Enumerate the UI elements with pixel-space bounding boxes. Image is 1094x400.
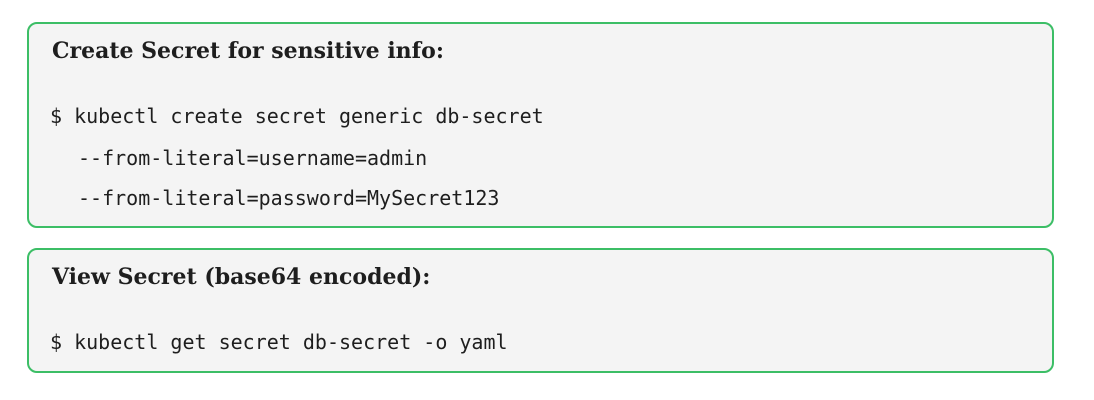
command-line-continuation[interactable]: --from-literal=password=MySecret123 xyxy=(78,186,500,210)
panel-heading: Create Secret for sensitive info: xyxy=(52,38,444,64)
panel-heading: View Secret (base64 encoded): xyxy=(52,264,431,290)
command-line[interactable]: $ kubectl create secret generic db-secre… xyxy=(50,104,544,128)
secret-view-panel: View Secret (base64 encoded): $ kubectl … xyxy=(27,248,1054,373)
command-line-continuation[interactable]: --from-literal=username=admin xyxy=(78,146,428,170)
command-line[interactable]: $ kubectl get secret db-secret -o yaml xyxy=(50,330,508,354)
secret-create-panel: Create Secret for sensitive info: $ kube… xyxy=(27,22,1054,228)
